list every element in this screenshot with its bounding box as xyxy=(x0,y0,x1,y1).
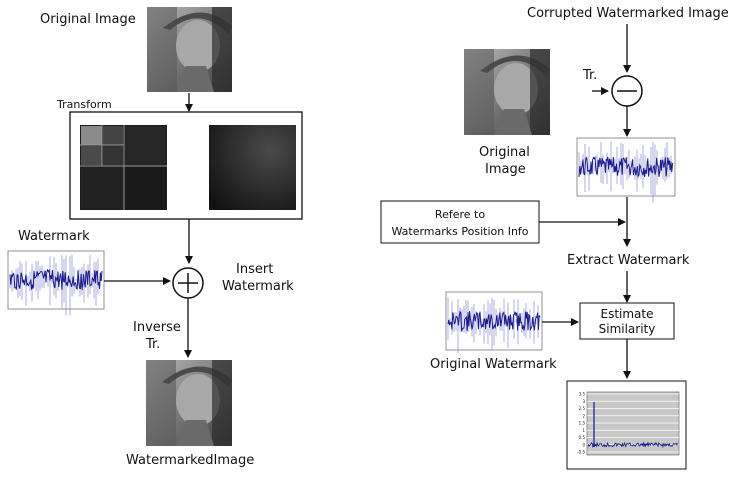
extract-watermark-label: Extract Watermark xyxy=(567,253,690,268)
insert-label-line2: Watermark xyxy=(222,279,294,294)
original-watermark-label: Original Watermark xyxy=(430,357,557,372)
similarity-chart: 3.5 3 2.5 2 1.5 1 0.5 0 -0.5 xyxy=(566,380,687,470)
transform-label: Transform xyxy=(56,98,112,111)
reference-original-image-thumbnail xyxy=(464,49,550,135)
estimate-line1: Estimate xyxy=(600,307,653,321)
extracted-signal-thumbnail xyxy=(576,137,676,204)
similarity-y-tick-label: 3 xyxy=(582,399,585,404)
subtract-icon xyxy=(611,75,643,107)
similarity-y-tick-label: 2 xyxy=(582,413,585,418)
estimate-similarity-box xyxy=(579,302,675,340)
position-info-line2: Watermarks Position Info xyxy=(391,225,528,238)
watermarked-image-thumbnail xyxy=(146,360,232,446)
similarity-y-tick-label: 1 xyxy=(582,428,585,433)
position-info-line1: Refere to xyxy=(435,208,485,221)
watermark-label: Watermark xyxy=(18,229,90,244)
estimate-line2: Similarity xyxy=(599,322,656,336)
similarity-y-tick-label: 1.5 xyxy=(579,421,586,426)
original-watermark-thumbnail xyxy=(445,291,543,353)
original-image-thumbnail xyxy=(147,7,232,92)
tr-label: Tr. xyxy=(582,68,597,83)
similarity-y-tick-label: 0 xyxy=(582,442,585,447)
similarity-trace xyxy=(587,441,679,449)
watermark-signal-thumbnail xyxy=(7,250,105,316)
reference-original-label-line2: Image xyxy=(485,162,526,177)
inverse-label-line2: Tr. xyxy=(145,337,160,352)
watermark-signal-trace xyxy=(9,268,103,291)
insert-label-line1: Insert xyxy=(236,262,273,277)
similarity-y-tick-label: -0.5 xyxy=(577,450,585,455)
extracted-signal-trace xyxy=(578,155,674,179)
similarity-y-tick-label: 3.5 xyxy=(579,392,586,397)
wavelet-decomposition-image xyxy=(80,125,167,210)
similarity-y-tick-label: 2.5 xyxy=(579,406,586,411)
original-watermark-trace xyxy=(447,310,541,332)
similarity-y-tick-label: 0.5 xyxy=(579,435,586,440)
corrupted-image-label: Corrupted Watermarked Image xyxy=(527,6,729,21)
watermarked-image-label: WatermarkedImage xyxy=(126,453,254,468)
original-image-label: Original Image xyxy=(40,12,136,27)
reference-original-label-line1: Original xyxy=(479,145,530,160)
inverse-label-line1: Inverse xyxy=(133,320,181,335)
insert-adder-icon xyxy=(172,267,204,299)
transform-coefficient-image xyxy=(209,125,296,210)
